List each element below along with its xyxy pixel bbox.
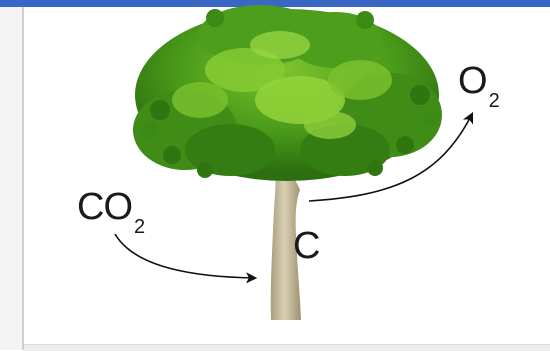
co2-label-subscript: 2 bbox=[134, 216, 146, 238]
co2-intake-arrow bbox=[114, 233, 258, 284]
carbon-label-main: C bbox=[293, 225, 320, 267]
o2-release-arrow bbox=[308, 111, 474, 202]
window-left-border bbox=[22, 7, 24, 350]
window-left-edge bbox=[0, 7, 22, 350]
co2-label-main: CO bbox=[77, 186, 133, 228]
tree-canopy bbox=[133, 5, 442, 181]
o2-label-subscript: 2 bbox=[488, 90, 500, 112]
o2-label-main: O bbox=[458, 60, 488, 102]
tree-icon bbox=[133, 5, 442, 320]
carbon-label: C bbox=[293, 225, 320, 267]
window-bottom-border bbox=[24, 344, 550, 351]
window-top-bar bbox=[0, 0, 550, 7]
